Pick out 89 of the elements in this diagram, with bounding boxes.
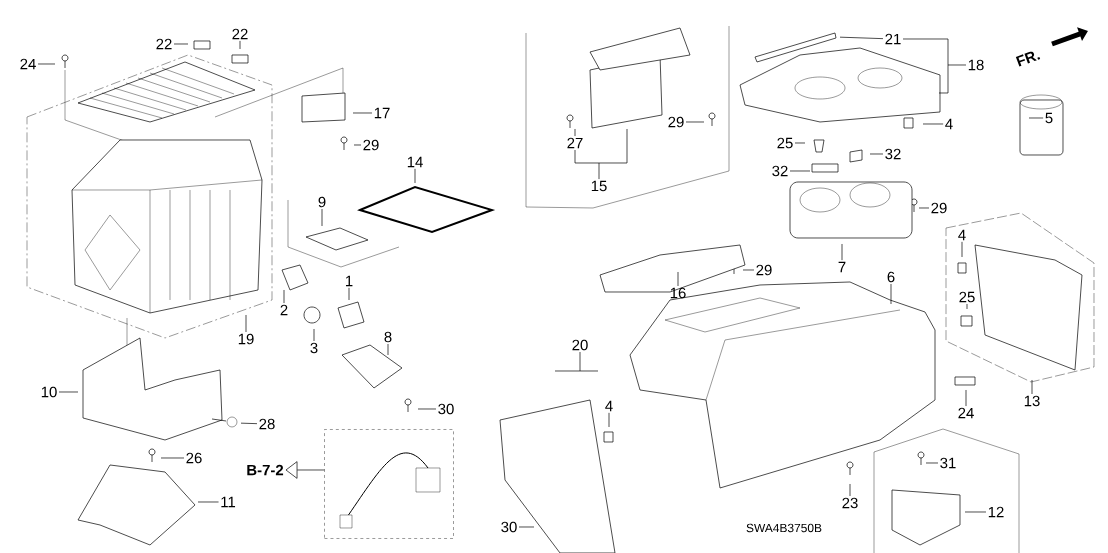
leader-line: [348, 287, 350, 301]
callout-number: 4: [605, 400, 613, 412]
leader-line: [239, 40, 241, 50]
leader-line: [789, 170, 811, 172]
leader-line: [902, 38, 967, 94]
leader-line: [965, 389, 967, 407]
callout-number: 7: [838, 261, 846, 273]
leader-line: [966, 303, 968, 310]
callout-number: 23: [842, 497, 858, 509]
leader-line: [1028, 117, 1044, 119]
leader-line: [283, 289, 285, 304]
leader-line: [1031, 379, 1033, 395]
leader-line: [869, 153, 884, 155]
leader-line: [197, 501, 219, 503]
callout-number: 25: [777, 137, 793, 149]
leader-line: [922, 123, 944, 125]
leader-line: [839, 36, 884, 39]
callout-number: 10: [41, 386, 57, 398]
callout-number: 28: [259, 418, 275, 430]
leader-line: [387, 343, 389, 356]
callout-number: 19: [238, 333, 254, 345]
callout-number: 18: [968, 59, 984, 71]
callout-number: 8: [384, 331, 392, 343]
leader-line: [245, 314, 247, 333]
leader-line: [417, 408, 437, 410]
callout-number: 13: [1024, 395, 1040, 407]
callout-number: 12: [988, 506, 1004, 518]
callout-number: 29: [668, 116, 684, 128]
leader-line: [961, 241, 963, 258]
leader-line: [918, 207, 930, 209]
callout-number: 9: [318, 196, 326, 208]
leader-line: [849, 483, 851, 497]
leader-line: [925, 462, 939, 464]
callout-number: 29: [756, 264, 772, 276]
leader-line: [173, 43, 189, 45]
direction-label: FR.: [1015, 51, 1041, 67]
callout-number: 3: [310, 342, 318, 354]
leader-line: [518, 526, 535, 528]
callout-number: 2: [280, 304, 288, 316]
leader-line: [353, 144, 362, 146]
leader-line: [685, 121, 705, 123]
leader-line: [841, 243, 843, 261]
leader-line: [313, 328, 315, 342]
callout-number: 6: [887, 271, 895, 283]
callout-number: 5: [1045, 112, 1053, 124]
drawing-code: SWA4B3750B: [746, 523, 822, 533]
callout-number: 32: [772, 165, 788, 177]
callout-number: 30: [438, 403, 454, 415]
callout-number: 29: [931, 202, 947, 214]
callout-number: 1: [346, 275, 353, 287]
callout-number: 11: [221, 496, 236, 508]
callout-number: 30: [501, 521, 517, 533]
callout-number: 24: [20, 58, 36, 70]
callout-number: 16: [670, 287, 686, 299]
leader-line: [742, 269, 755, 271]
dashed-box: [324, 429, 454, 539]
leader-line: [677, 271, 679, 287]
leader-line: [352, 112, 373, 114]
callout-number: 20: [572, 339, 588, 351]
callout-number: 4: [945, 118, 953, 130]
leader-line: [964, 511, 987, 513]
callout-number: 15: [591, 180, 607, 192]
callout-number: 24: [958, 407, 974, 419]
callout-number: 27: [567, 137, 583, 149]
leader-line: [160, 457, 185, 459]
leader-line: [554, 351, 599, 372]
callout-number: 29: [363, 139, 379, 151]
callout-number: 22: [232, 28, 248, 40]
leader-line: [321, 208, 323, 227]
callout-number: 31: [940, 457, 956, 469]
leader-line: [414, 168, 416, 184]
callout-number: 14: [407, 156, 423, 168]
reference-arrow: [285, 461, 325, 479]
callout-number: 25: [959, 291, 975, 303]
leader-line: [608, 412, 610, 428]
callout-number: 22: [156, 38, 172, 50]
leader-line: [37, 63, 56, 65]
leader-line: [240, 422, 258, 425]
callout-number: 32: [885, 148, 901, 160]
leader-line: [890, 283, 892, 305]
callout-number: 4: [958, 229, 966, 241]
leader-line: [58, 391, 79, 393]
leader-line: [574, 128, 576, 137]
callout-number: 17: [374, 107, 390, 119]
callout-number: 21: [885, 33, 901, 45]
leader-line: [794, 142, 806, 144]
reference-label: B-7-2: [247, 464, 284, 476]
leader-line: [574, 128, 628, 180]
callout-number: 26: [186, 452, 202, 464]
